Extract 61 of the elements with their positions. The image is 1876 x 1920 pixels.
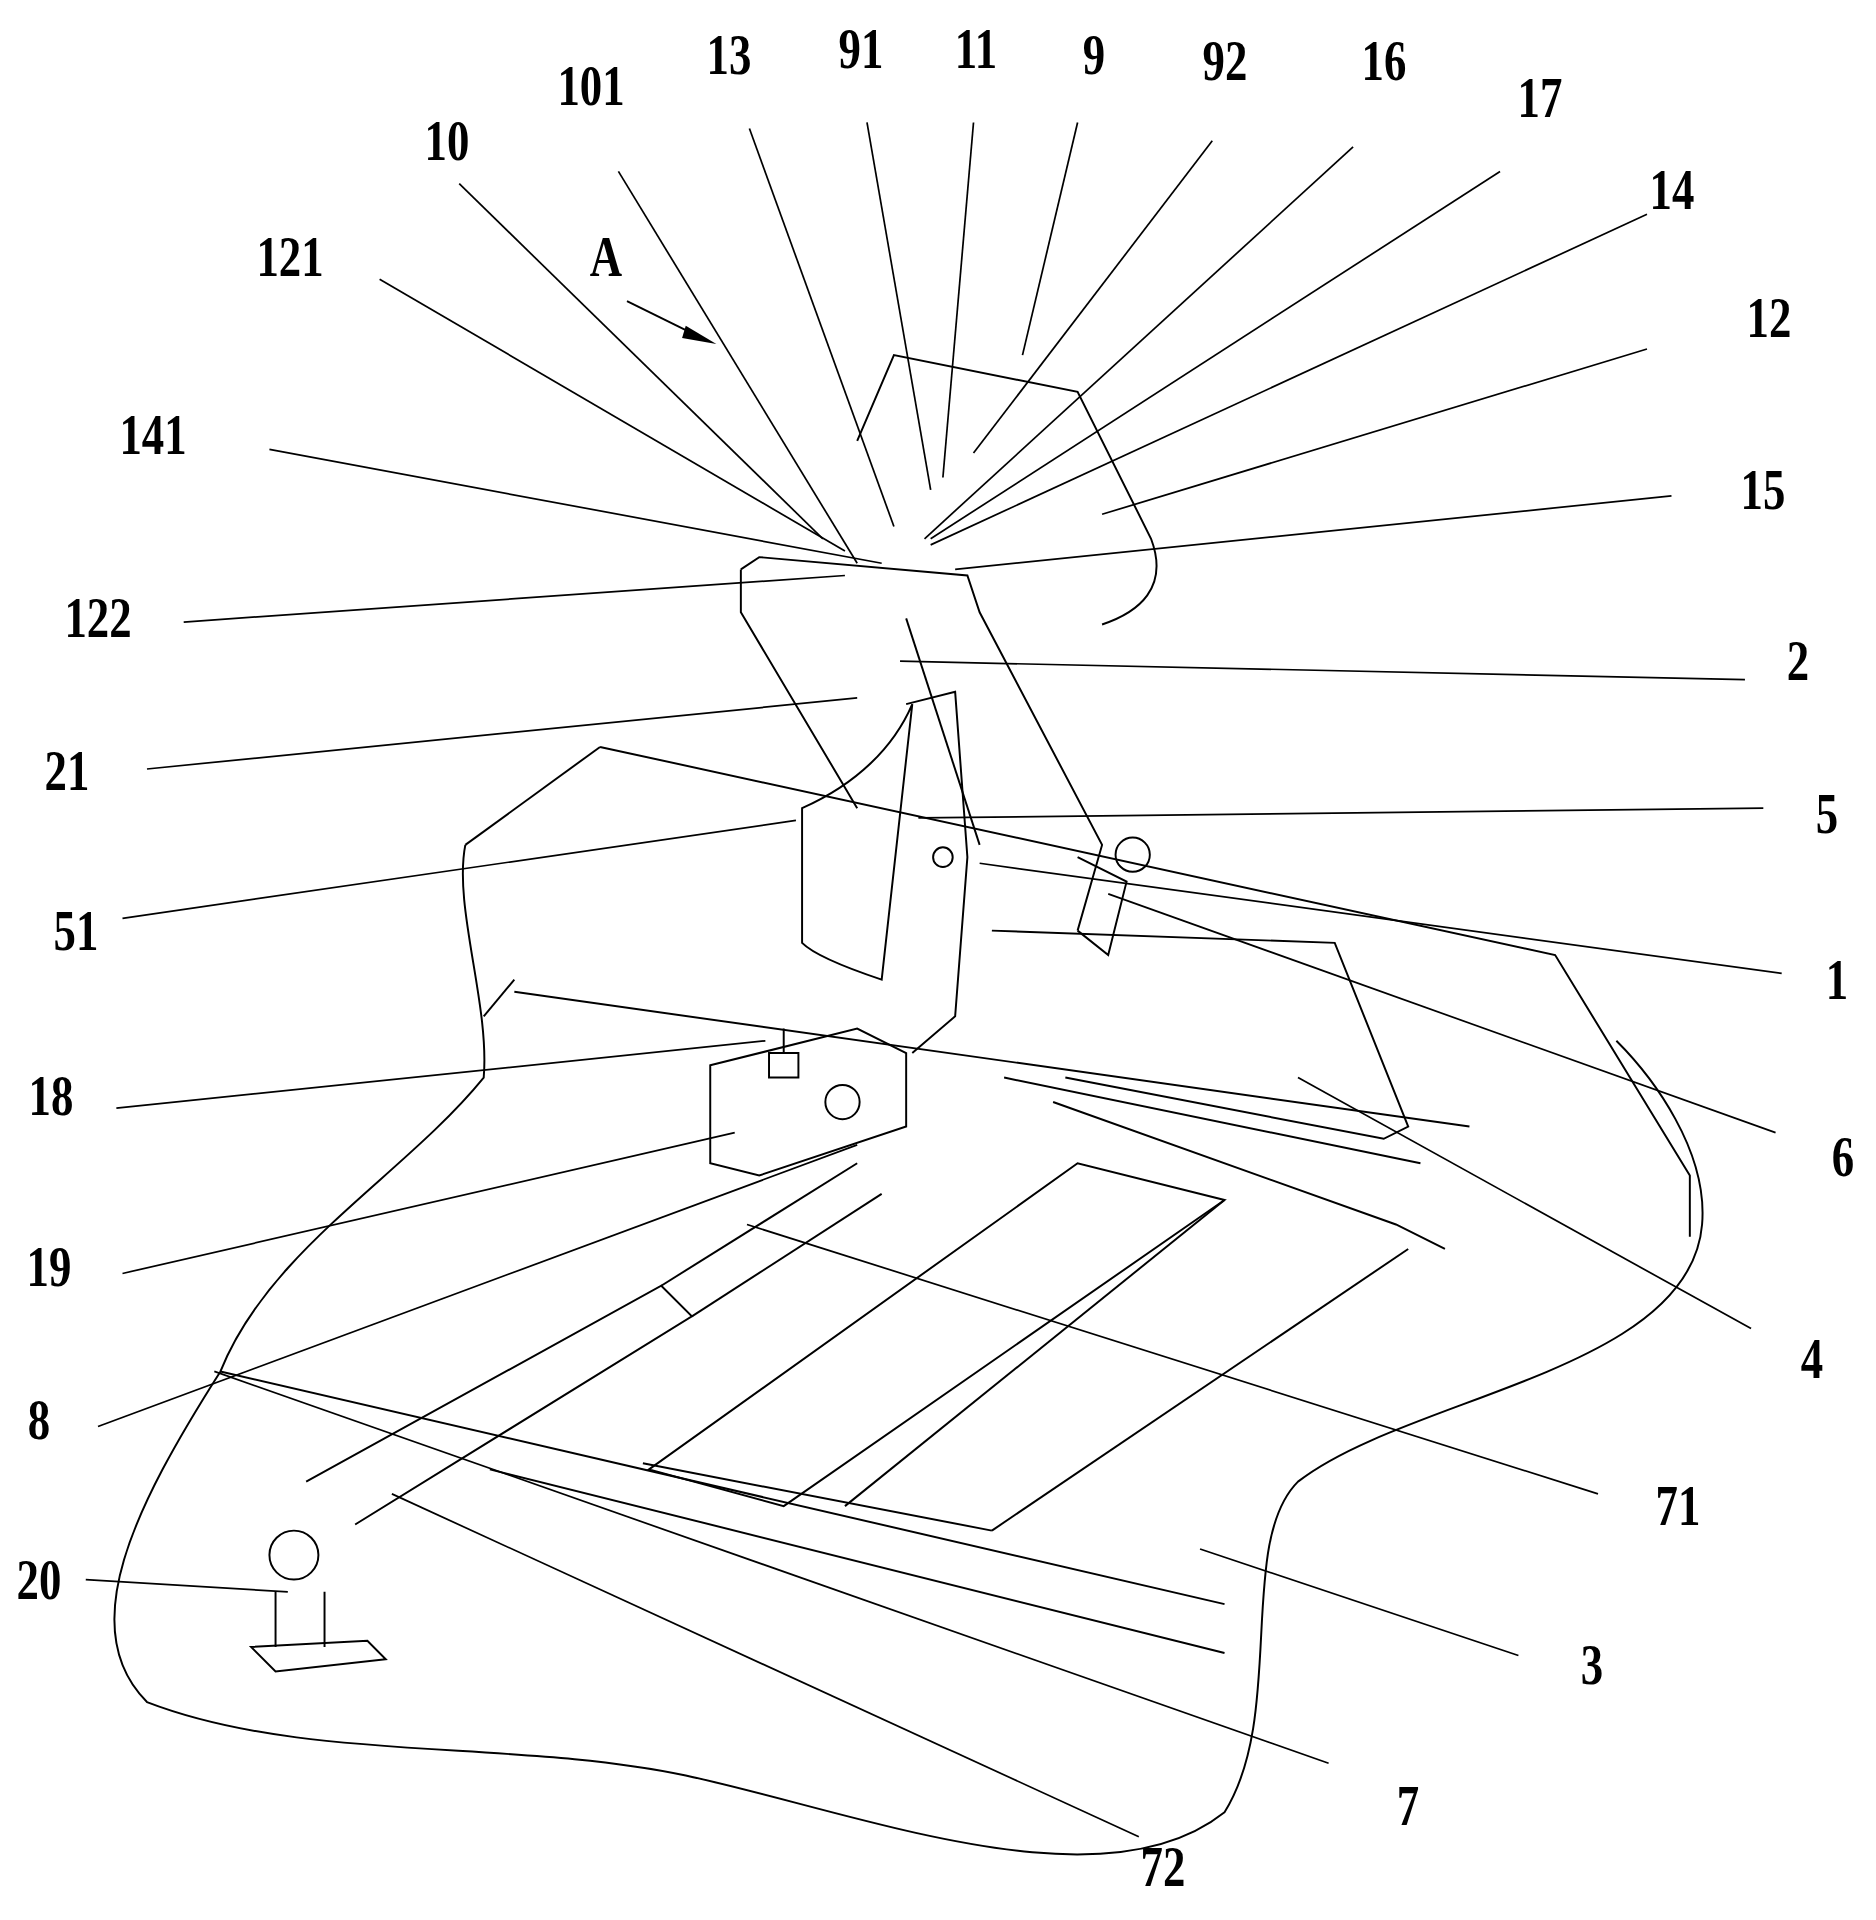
leader-line — [617, 170, 859, 565]
callout-number: 7 — [1397, 1778, 1420, 1835]
callout-number: 72 — [1140, 1839, 1186, 1896]
leader-line — [866, 121, 932, 491]
leader-line — [899, 660, 1746, 681]
leader-line — [182, 574, 846, 623]
callout-number: 5 — [1815, 786, 1839, 843]
callout-number: 8 — [27, 1392, 51, 1449]
view-label: A — [589, 229, 623, 286]
leader-line — [917, 807, 1765, 819]
leader-line — [1107, 893, 1777, 1134]
callout-number: 141 — [119, 406, 187, 463]
callout-number: 12 — [1747, 290, 1792, 347]
callout-number: 121 — [256, 229, 324, 286]
leader-line — [115, 1039, 767, 1109]
leader-line — [972, 139, 1214, 454]
leader-line — [84, 1578, 289, 1593]
leader-line — [378, 278, 846, 552]
callout-number: 10 — [424, 112, 470, 169]
callout-number: 92 — [1202, 33, 1247, 90]
callout-number: 9 — [1082, 27, 1105, 84]
leader-line — [1101, 348, 1648, 516]
callout-number: 14 — [1649, 161, 1694, 218]
callout-number: 51 — [53, 902, 99, 959]
callout-number: 91 — [838, 20, 884, 77]
callout-number: 3 — [1580, 1637, 1604, 1694]
callout-number: 4 — [1801, 1331, 1824, 1388]
callout-number: 16 — [1361, 33, 1407, 90]
callout-number: 71 — [1655, 1478, 1700, 1535]
leader-line — [121, 819, 797, 920]
leader-line — [97, 1144, 859, 1428]
leader-line — [923, 146, 1354, 540]
callout-number: 18 — [29, 1067, 74, 1124]
leader-line — [954, 495, 1673, 571]
callout-number: 2 — [1786, 633, 1809, 690]
leader-line — [1021, 121, 1079, 356]
callout-number: 21 — [44, 743, 90, 800]
leader-line — [942, 121, 975, 479]
callout-number: 122 — [64, 590, 132, 647]
callout-number: 11 — [954, 20, 998, 77]
callout-number: 6 — [1831, 1129, 1855, 1186]
callout-number: 15 — [1740, 461, 1786, 518]
leader-line — [121, 1131, 736, 1275]
callout-number: 20 — [16, 1551, 62, 1608]
leader-line — [978, 862, 1783, 975]
leader-line — [1297, 1076, 1752, 1330]
leader-line — [391, 1493, 1140, 1838]
leader-line — [929, 170, 1501, 540]
leader-line — [146, 697, 859, 770]
leader-line — [458, 182, 824, 540]
leader-line — [929, 213, 1648, 546]
leader-line — [268, 448, 883, 565]
leader-line — [746, 1223, 1599, 1495]
leader-line — [1199, 1548, 1520, 1657]
leader-line — [748, 127, 895, 528]
leader-line — [213, 1370, 1330, 1765]
callout-number: 17 — [1518, 69, 1563, 126]
callout-number: 19 — [26, 1239, 72, 1296]
callout-number: 1 — [1825, 951, 1848, 1008]
callout-number: 13 — [706, 27, 751, 84]
callout-number: 101 — [557, 57, 626, 114]
